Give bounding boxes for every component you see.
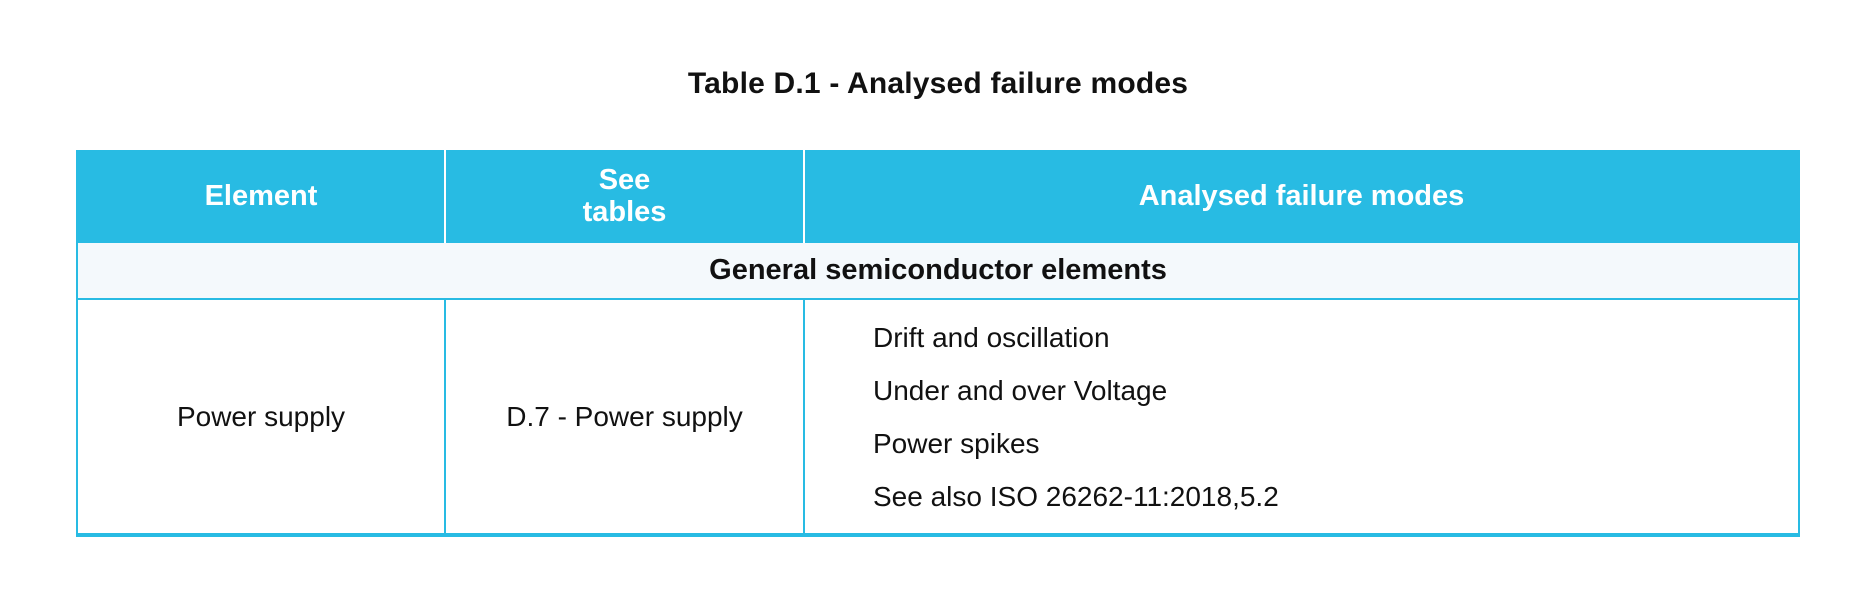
failure-mode-item: Drift and oscillation — [873, 321, 1110, 353]
cell-see-tables: D.7 - Power supply — [446, 300, 805, 533]
cell-element: Power supply — [78, 300, 446, 533]
table-row: Power supply D.7 - Power supply Drift an… — [78, 300, 1798, 533]
column-header-element: Element — [78, 150, 446, 243]
section-header-row: General semiconductor elements — [78, 243, 1798, 300]
table-header-row: Element See tables Analysed failure mode… — [78, 150, 1798, 243]
failure-mode-item: Power spikes — [873, 427, 1040, 459]
column-header-see-tables: See tables — [446, 150, 805, 243]
failure-mode-item: See also ISO 26262-11:2018,5.2 — [873, 480, 1279, 512]
section-header-label: General semiconductor elements — [709, 254, 1167, 286]
column-header-analysed-failure-modes: Analysed failure modes — [1138, 179, 1465, 212]
analysed-failure-modes-table: Element See tables Analysed failure mode… — [76, 150, 1800, 537]
table-caption: Table D.1 - Analysed failure modes — [687, 67, 1189, 100]
failure-mode-item: Under and over Voltage — [873, 374, 1168, 406]
